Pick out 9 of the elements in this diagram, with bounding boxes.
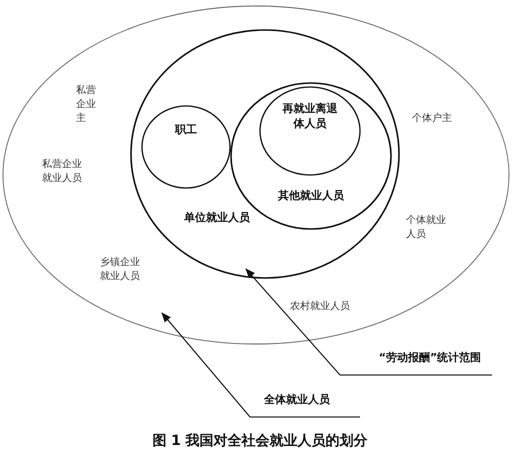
set-label: 单位就业人员 — [183, 210, 251, 225]
set-label: 其他就业人员 — [277, 188, 345, 203]
set-label: 再就业离退体人员 — [282, 101, 338, 131]
callout-text: 全体就业人员 — [263, 392, 331, 407]
leader-line — [245, 268, 492, 376]
figure-caption: 图 1 我国对全社会就业人员的划分 — [151, 432, 369, 450]
callout-text: “劳动报酬”统计范围 — [378, 350, 482, 365]
set-label: 职工 — [174, 122, 198, 137]
leader-line — [161, 312, 360, 418]
